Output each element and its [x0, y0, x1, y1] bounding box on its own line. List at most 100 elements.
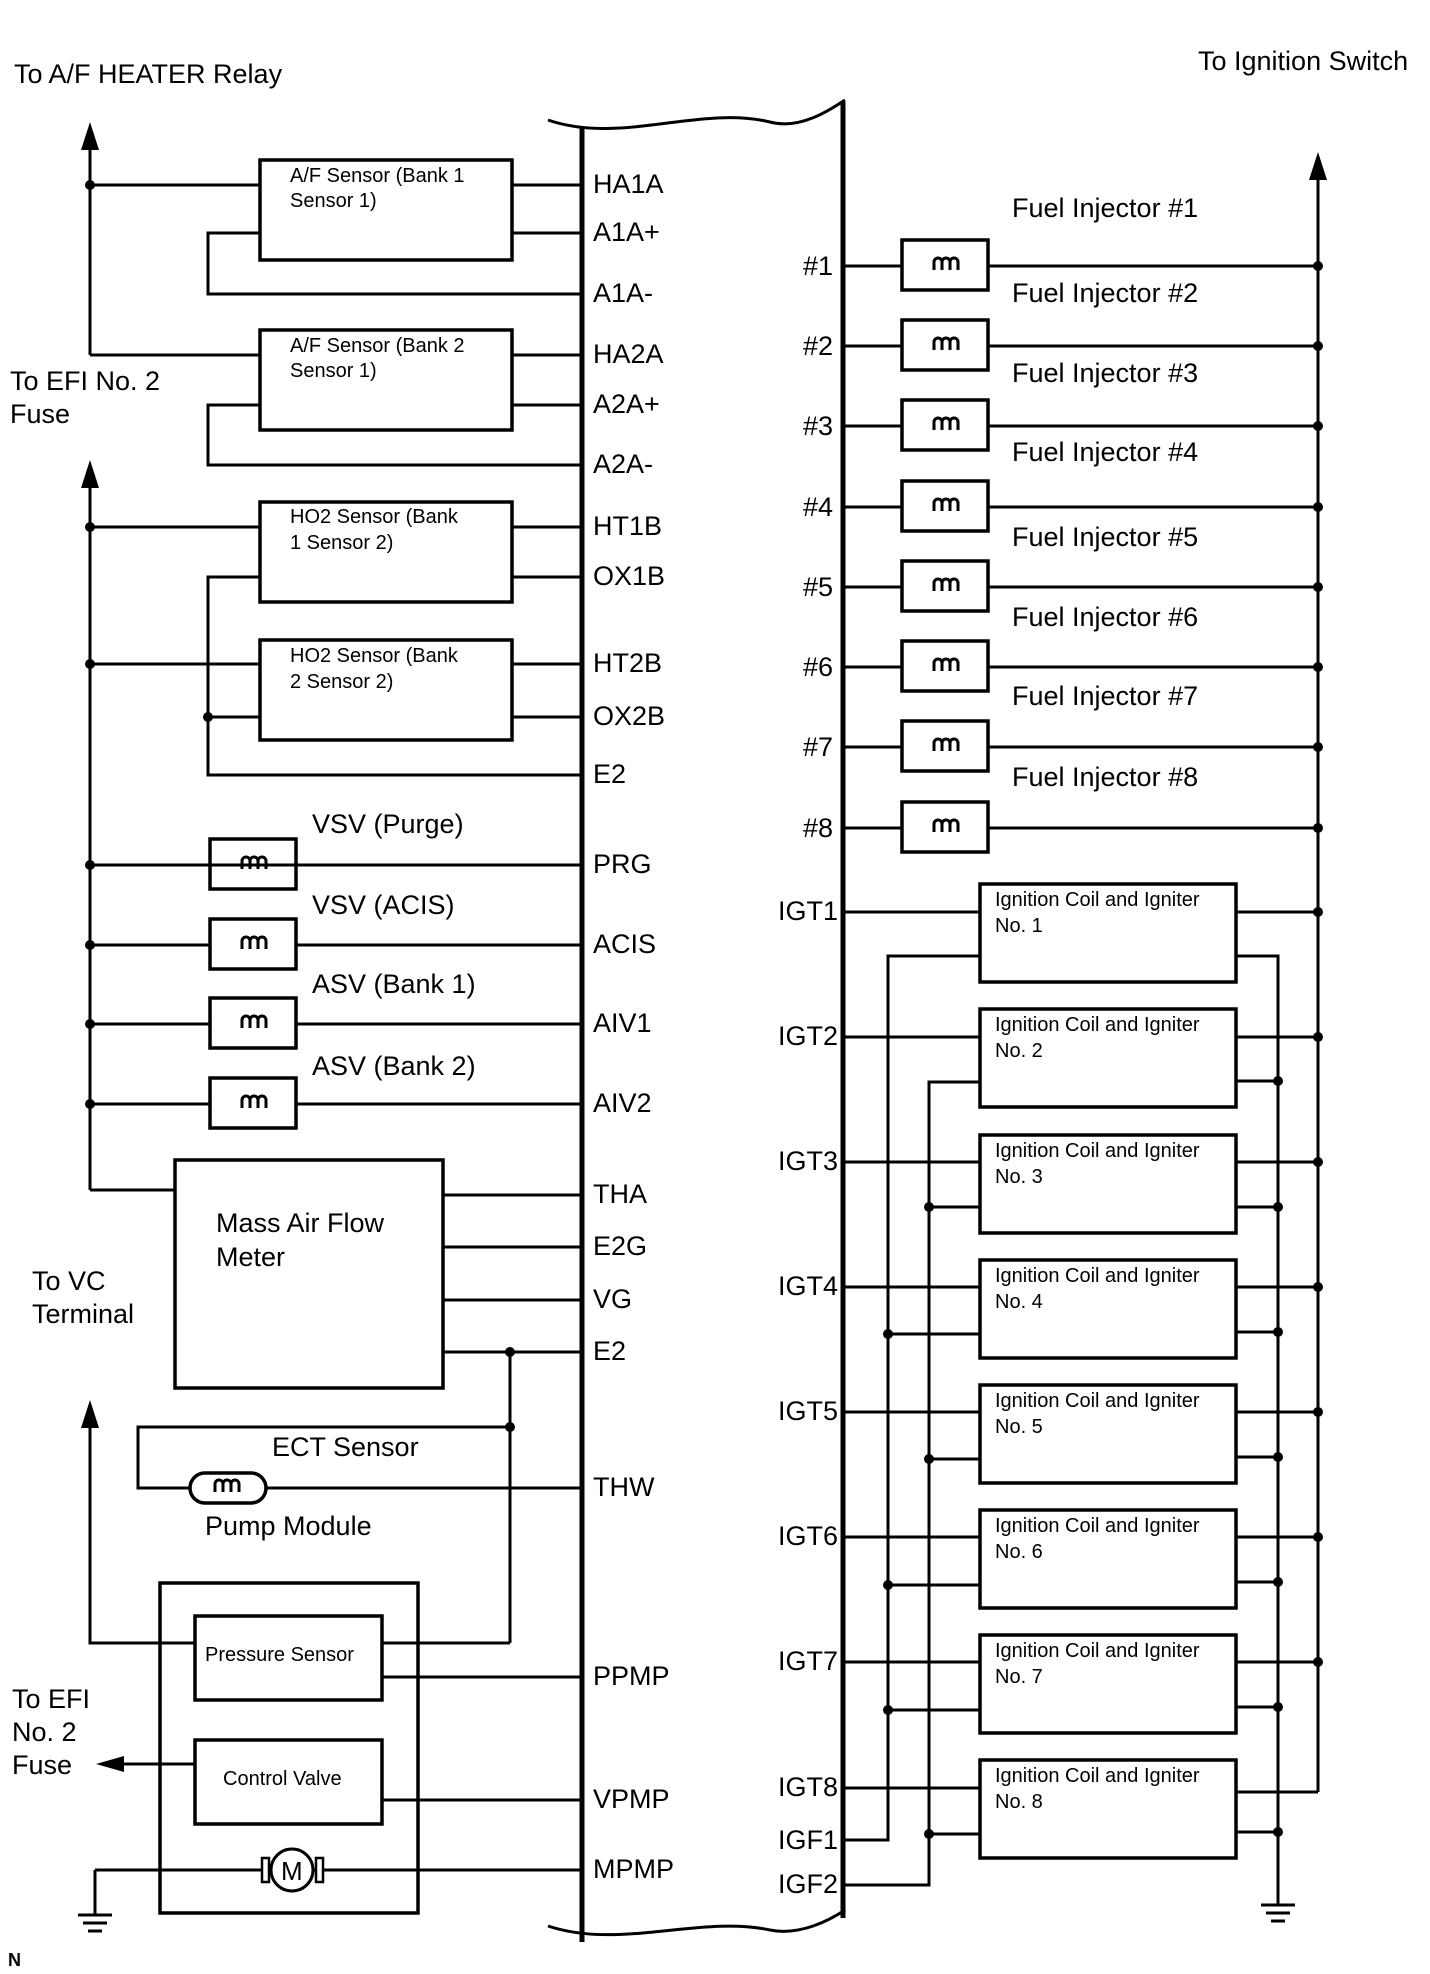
- igf-lines: [843, 954, 980, 1887]
- pin-a1a-minus: A1A-: [593, 278, 653, 308]
- svg-text:A/F Sensor (Bank 1: A/F Sensor (Bank 1: [290, 165, 465, 187]
- pin-igt4: IGT4: [778, 1271, 838, 1301]
- svg-text:HO2 Sensor (Bank: HO2 Sensor (Bank: [290, 506, 459, 528]
- pin-aiv1: AIV1: [593, 1008, 652, 1038]
- svg-text:Ignition Coil and Igniter: Ignition Coil and Igniter: [995, 1765, 1200, 1787]
- svg-text:Ignition Coil and Igniter: Ignition Coil and Igniter: [995, 1640, 1200, 1662]
- svg-text:Ignition Coil and Igniter: Ignition Coil and Igniter: [995, 1014, 1200, 1036]
- to-efi-fuse-lower-label: To EFI: [12, 1684, 90, 1714]
- vsv-purge: VSV (Purge): [90, 809, 582, 891]
- svg-text:Ignition Coil and Igniter: Ignition Coil and Igniter: [995, 1140, 1200, 1162]
- pump-module: Pressure Sensor Control Valve M: [78, 1400, 582, 1933]
- ignition-coil-7: Ignition Coil and Igniter No. 7: [843, 1633, 1323, 1735]
- svg-text:Mass Air Flow: Mass Air Flow: [216, 1208, 385, 1238]
- to-efi-fuse-label: To EFI No. 2: [10, 366, 160, 396]
- svg-text:Fuel Injector #7: Fuel Injector #7: [1012, 681, 1198, 711]
- fuel-injector-8: Fuel Injector #8 #8: [803, 762, 1323, 854]
- right-pin-labels: IGT1 IGT2 IGT3 IGT4 IGT5 IGT6 IGT7 IGT8 …: [778, 896, 838, 1899]
- pin-ha2a: HA2A: [593, 339, 664, 369]
- svg-text:No. 7: No. 7: [995, 1666, 1043, 1688]
- fuel-injector-2: Fuel Injector #2 #2: [803, 278, 1323, 372]
- pin-ox1b: OX1B: [593, 561, 665, 591]
- pump-module-label: Pump Module: [205, 1511, 372, 1541]
- pin-igt2: IGT2: [778, 1021, 838, 1051]
- ignition-coil-1: Ignition Coil and Igniter No. 1: [843, 882, 1323, 984]
- svg-text:2 Sensor 2): 2 Sensor 2): [290, 671, 393, 693]
- mass-air-flow-meter: Mass Air Flow Meter: [173, 1158, 582, 1390]
- to-efi-fuse-lower-label-3: Fuse: [12, 1750, 72, 1780]
- ignition-coil-4: Ignition Coil and Igniter No. 4: [843, 1258, 1323, 1360]
- svg-text:Fuel Injector #2: Fuel Injector #2: [1012, 278, 1198, 308]
- ignition-coils: Ignition Coil and Igniter No. 1 Ignition…: [843, 882, 1323, 1860]
- pin-igf2: IGF2: [778, 1869, 838, 1899]
- ignition-switch-bus: [1236, 152, 1327, 1794]
- pin-acis: ACIS: [593, 929, 656, 959]
- af-heater-feed: [81, 122, 260, 357]
- pin-vpmp: VPMP: [593, 1784, 670, 1814]
- to-ignition-switch-label: To Ignition Switch: [1198, 46, 1408, 76]
- pin-igt6: IGT6: [778, 1521, 838, 1551]
- svg-text:Fuel Injector #6: Fuel Injector #6: [1012, 602, 1198, 632]
- pin-e2g: E2G: [593, 1231, 647, 1261]
- svg-text:No. 4: No. 4: [995, 1291, 1043, 1313]
- to-efi-fuse-label-2: Fuse: [10, 399, 70, 429]
- svg-text:Pressure Sensor: Pressure Sensor: [205, 1644, 354, 1666]
- left-pin-labels: HA1A A1A+ A1A- HA2A A2A+ A2A- HT1B OX1B …: [593, 169, 674, 1884]
- svg-text:No. 1: No. 1: [995, 915, 1043, 937]
- pin-a2a-minus: A2A-: [593, 449, 653, 479]
- pin-a2a-plus: A2A+: [593, 389, 660, 419]
- ho2-sensor-bank2: HO2 Sensor (Bank 2 Sensor 2): [90, 638, 582, 742]
- pin-e2-maf: E2: [593, 1336, 626, 1366]
- svg-text:No. 3: No. 3: [995, 1166, 1043, 1188]
- ignition-coil-8: Ignition Coil and Igniter No. 8: [843, 1758, 1238, 1860]
- pin-igt7: IGT7: [778, 1646, 838, 1676]
- asv-bank1: ASV (Bank 1): [90, 969, 582, 1050]
- ho2-sensor-bank1: HO2 Sensor (Bank 1 Sensor 2): [90, 500, 582, 777]
- svg-text:#4: #4: [803, 492, 833, 522]
- svg-text:No. 2: No. 2: [995, 1040, 1043, 1062]
- pin-igf1: IGF1: [778, 1825, 838, 1855]
- ground-bus: [1236, 954, 1295, 1923]
- svg-text:VSV (ACIS): VSV (ACIS): [312, 890, 455, 920]
- svg-text:ASV (Bank 2): ASV (Bank 2): [312, 1051, 476, 1081]
- svg-text:#6: #6: [803, 652, 833, 682]
- svg-text:VSV (Purge): VSV (Purge): [312, 809, 464, 839]
- vsv-acis: VSV (ACIS): [90, 890, 582, 971]
- corner-mark: N: [8, 1950, 21, 1970]
- fuel-injector-1: Fuel Injector #1 #1: [803, 193, 1323, 292]
- fuel-injector-6: Fuel Injector #6 #6: [803, 602, 1323, 693]
- pin-thw: THW: [593, 1472, 655, 1502]
- svg-text:Fuel Injector #8: Fuel Injector #8: [1012, 762, 1198, 792]
- svg-text:Fuel Injector #4: Fuel Injector #4: [1012, 437, 1198, 467]
- svg-text:Ignition Coil and Igniter: Ignition Coil and Igniter: [995, 1390, 1200, 1412]
- svg-text:Sensor 1): Sensor 1): [290, 190, 377, 212]
- efi-feed-bus: [81, 460, 175, 1192]
- fuel-injector-5: Fuel Injector #5 #5: [803, 522, 1323, 613]
- af-sensor-bank2: A/F Sensor (Bank 2 Sensor 1): [206, 328, 582, 467]
- pin-ht1b: HT1B: [593, 511, 662, 541]
- svg-text:ASV (Bank 1): ASV (Bank 1): [312, 969, 476, 999]
- pin-ht2b: HT2B: [593, 648, 662, 678]
- svg-text:Fuel Injector #3: Fuel Injector #3: [1012, 358, 1198, 388]
- svg-text:ECT Sensor: ECT Sensor: [272, 1432, 419, 1462]
- to-vc-terminal-label: To VC: [32, 1266, 106, 1296]
- pin-ppmp: PPMP: [593, 1661, 670, 1691]
- svg-text:Ignition Coil and Igniter: Ignition Coil and Igniter: [995, 1515, 1200, 1537]
- pin-igt1: IGT1: [778, 896, 838, 926]
- svg-text:Sensor 1): Sensor 1): [290, 360, 377, 382]
- pin-vg: VG: [593, 1284, 632, 1314]
- svg-text:Fuel Injector #1: Fuel Injector #1: [1012, 193, 1198, 223]
- pin-prg: PRG: [593, 849, 652, 879]
- fuel-injector-4: Fuel Injector #4 #4: [803, 437, 1323, 533]
- ecu-connector: [547, 98, 846, 1942]
- svg-text:Ignition Coil and Igniter: Ignition Coil and Igniter: [995, 889, 1200, 911]
- pin-ox2b: OX2B: [593, 701, 665, 731]
- svg-text:M: M: [281, 1856, 303, 1886]
- svg-text:A/F Sensor (Bank 2: A/F Sensor (Bank 2: [290, 335, 465, 357]
- fuel-injectors: Fuel Injector #1 #1 Fuel Injector #2 #2 …: [803, 193, 1323, 854]
- to-af-heater-relay-label: To A/F HEATER Relay: [14, 59, 283, 89]
- pin-mpmp: MPMP: [593, 1854, 674, 1884]
- svg-text:#1: #1: [803, 251, 833, 281]
- svg-text:Ignition Coil and Igniter: Ignition Coil and Igniter: [995, 1265, 1200, 1287]
